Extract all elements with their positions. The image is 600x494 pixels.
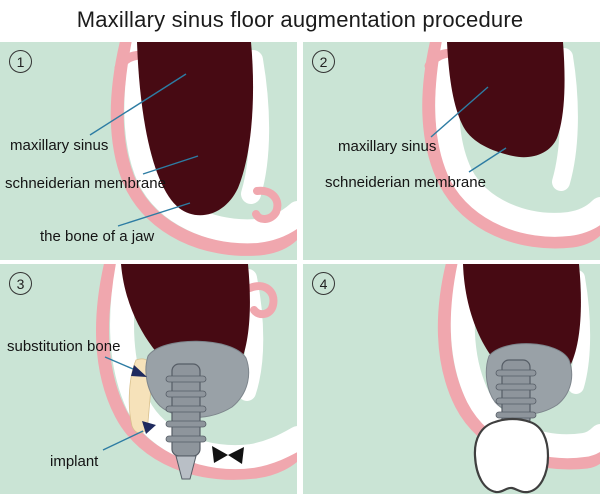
arrowhead-icon bbox=[131, 365, 147, 377]
jaw-bone-shape bbox=[435, 42, 600, 237]
panel-3-illustration bbox=[0, 264, 297, 494]
suture-bow-icon bbox=[212, 446, 244, 464]
jaw-bone-shape bbox=[110, 264, 297, 470]
tissue-curl bbox=[252, 186, 282, 223]
label-substitution-bone: substitution bone bbox=[7, 338, 121, 355]
leader-line bbox=[102, 430, 144, 451]
jaw-bone-shape bbox=[241, 50, 270, 204]
panel-2: 2 maxillary sinus schneiderian membrane bbox=[303, 42, 600, 260]
implant-thread bbox=[165, 435, 207, 443]
label-implant: implant bbox=[50, 453, 99, 470]
panel-number-badge: 3 bbox=[9, 272, 32, 295]
label-schneiderian-membrane: schneiderian membrane bbox=[5, 175, 166, 192]
panel-1-illustration bbox=[0, 42, 297, 260]
label-maxillary-sinus: maxillary sinus bbox=[10, 137, 109, 154]
leader-line bbox=[117, 202, 191, 227]
crown-shape bbox=[473, 417, 550, 494]
gum-tissue-shape bbox=[96, 264, 297, 480]
jaw-bone-shape bbox=[124, 42, 297, 244]
implant-thread bbox=[495, 411, 537, 419]
panel-4: 4 bbox=[303, 264, 600, 494]
maxillary-sinus-shape bbox=[137, 42, 254, 216]
panel-4-illustration bbox=[303, 264, 600, 494]
label-maxillary-sinus: maxillary sinus bbox=[338, 138, 437, 155]
gum-tissue-shape bbox=[422, 42, 600, 249]
leader-line bbox=[104, 356, 134, 370]
leader-line bbox=[430, 86, 489, 138]
gum-tissue-shape bbox=[110, 42, 297, 256]
panel-number-badge: 2 bbox=[312, 50, 335, 73]
implant-thread bbox=[165, 375, 207, 383]
implant-thread bbox=[165, 405, 207, 413]
maxillary-sinus-shape bbox=[447, 42, 565, 158]
implant-thread bbox=[165, 390, 207, 398]
panel-2-illustration bbox=[303, 42, 600, 260]
leader-line bbox=[89, 73, 187, 136]
arrowhead-icon bbox=[142, 421, 156, 434]
implant-thread bbox=[495, 397, 537, 405]
implant-abutment bbox=[175, 455, 197, 480]
implant-thread bbox=[495, 369, 537, 377]
panel-grid: 1 maxillary sinus schneiderian membrane … bbox=[0, 42, 600, 494]
leader-line bbox=[142, 155, 199, 175]
label-bone-of-jaw: the bone of a jaw bbox=[40, 228, 155, 245]
implant-thread bbox=[495, 383, 537, 391]
implant-thread bbox=[165, 420, 207, 428]
leader-line bbox=[468, 147, 507, 173]
tissue-curl bbox=[246, 282, 278, 319]
jaw-bone-shape bbox=[552, 48, 578, 191]
label-schneiderian-membrane: schneiderian membrane bbox=[325, 174, 486, 191]
panel-3: 3 substitution bone implant bbox=[0, 264, 297, 494]
panel-1: 1 maxillary sinus schneiderian membrane … bbox=[0, 42, 297, 260]
panel-number-badge: 4 bbox=[312, 272, 335, 295]
panel-number-badge: 1 bbox=[9, 50, 32, 73]
page-title: Maxillary sinus floor augmentation proce… bbox=[76, 7, 524, 32]
